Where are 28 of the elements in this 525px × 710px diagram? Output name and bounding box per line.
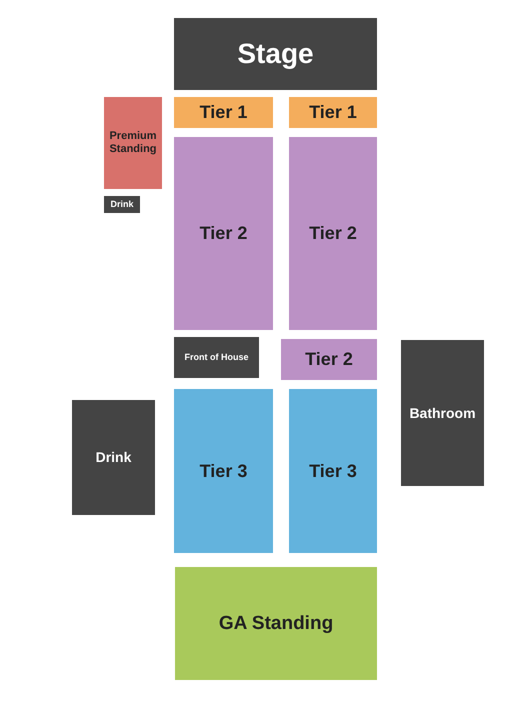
seating-section [289,389,377,553]
section-label: Tier 3 [200,460,248,482]
standing-area [104,97,162,189]
seating-section [281,339,377,380]
section-label: Drink [96,449,132,466]
section-label: Tier 2 [305,349,353,370]
bar-area [72,400,155,515]
stage-block [174,18,377,90]
section-label: Premium Standing [108,130,158,156]
section-label: Tier 3 [309,460,357,482]
section-label: Tier 1 [309,102,357,123]
standing-area [175,567,377,680]
seating-section [174,97,273,128]
section-label: Tier 2 [200,223,248,244]
section-label: GA Standing [218,612,334,634]
section-label: Tier 2 [309,223,357,244]
section-label: Front of House [184,352,248,363]
section-label: Stage [237,38,314,70]
bar-area [104,196,140,213]
section-label: Tier 1 [200,102,248,123]
section-label: Bathroom [409,404,476,422]
front-of-house-area [174,337,259,378]
seating-section [289,97,377,128]
bathroom-area [401,340,484,486]
section-label: Drink [110,199,134,210]
seating-section [174,389,273,553]
seating-section [174,137,273,330]
seating-section [289,137,377,330]
